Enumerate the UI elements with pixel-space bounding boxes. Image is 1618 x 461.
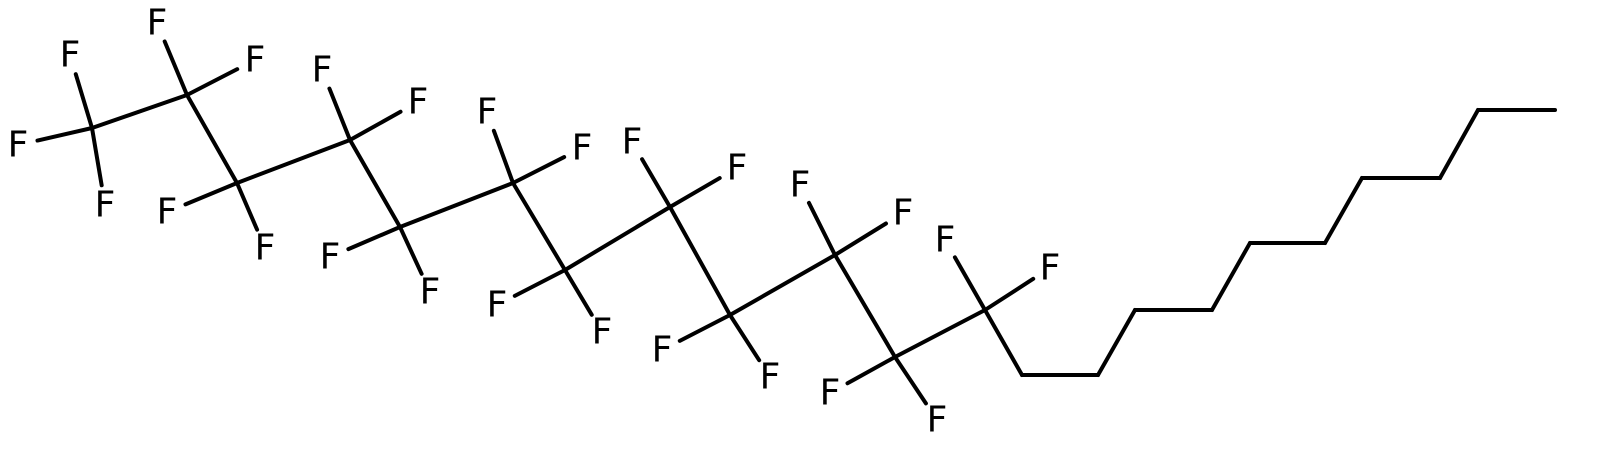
fluorine-atom-label: F: [592, 312, 613, 353]
alkyl-bond: [1438, 108, 1480, 180]
carbon-bond: [563, 205, 672, 272]
fluorine-atom-label: F: [935, 220, 956, 261]
carbon-bond: [235, 138, 352, 185]
fluorine-atom-label: F: [245, 40, 266, 81]
fluorine-atom-label: F: [408, 82, 429, 123]
fluorine-atom-label: F: [60, 35, 81, 76]
carbon-fluorine-bond: [90, 126, 104, 188]
carbon-bond: [90, 93, 189, 130]
bonds-layer: [35, 39, 1557, 406]
fluorine-atom-label: F: [95, 185, 116, 226]
fluorine-atom-label: F: [477, 92, 498, 133]
fluorine-atom-label: F: [727, 148, 748, 189]
carbon-fluorine-bond: [677, 313, 732, 343]
alkyl-bond: [1210, 241, 1252, 312]
carbon-fluorine-bond: [327, 86, 352, 142]
carbon-fluorine-bond: [952, 255, 987, 312]
carbon-fluorine-bond: [563, 268, 594, 317]
carbon-bond: [728, 253, 837, 317]
carbon-fluorine-bond: [346, 225, 402, 252]
carbon-fluorine-bond: [640, 157, 672, 209]
carbon-fluorine-bond: [512, 268, 567, 298]
carbon-fluorine-bond: [806, 200, 837, 257]
carbon-fluorine-bond: [35, 126, 94, 143]
carbon-fluorine-bond: [728, 313, 762, 363]
fluorine-atom-label: F: [820, 373, 841, 414]
fluorine-atom-label: F: [790, 165, 811, 206]
fluorine-atom-label: F: [157, 192, 178, 233]
alkyl-bond: [1096, 308, 1137, 377]
fluorine-atom-label: F: [1040, 248, 1061, 289]
carbon-fluorine-bond: [893, 355, 928, 406]
carbon-fluorine-bond: [491, 128, 515, 185]
carbon-fluorine-bond: [983, 276, 1036, 312]
carbon-fluorine-bond: [185, 67, 240, 97]
fluorine-atom-label: F: [760, 357, 781, 398]
alkyl-bond: [983, 308, 1024, 377]
carbon-bond: [185, 93, 239, 185]
fluorine-atom-label: F: [8, 125, 29, 166]
carbon-fluorine-bond: [235, 181, 260, 232]
carbon-bond: [511, 181, 567, 272]
fluorine-atom-label: F: [147, 3, 168, 44]
fluorine-atom-label: F: [312, 50, 333, 91]
fluorine-atom-label: F: [255, 228, 276, 269]
carbon-bond: [668, 205, 732, 317]
carbon-fluorine-bond: [833, 221, 888, 257]
carbon-bond: [833, 253, 897, 359]
fluorine-atom-label: F: [652, 330, 673, 371]
alkyl-bond: [1323, 176, 1364, 245]
carbon-fluorine-bond: [845, 355, 897, 386]
fluorine-atom-label: F: [622, 122, 643, 163]
fluorine-atom-label: F: [420, 272, 441, 313]
carbon-bond: [398, 181, 515, 229]
carbon-bond: [893, 308, 987, 359]
fluorine-atom-label: F: [572, 128, 593, 169]
carbon-bond: [348, 138, 402, 229]
carbon-fluorine-bond: [511, 155, 567, 185]
carbon-fluorine-bond: [183, 181, 239, 207]
fluorine-atom-label: F: [927, 400, 948, 441]
fluorine-atom-label: F: [320, 237, 341, 278]
carbon-fluorine-bond: [348, 109, 403, 142]
fluorine-atom-label: F: [893, 193, 914, 234]
carbon-fluorine-bond: [162, 39, 189, 97]
carbon-fluorine-bond: [73, 72, 94, 130]
carbon-fluorine-bond: [668, 176, 722, 209]
fluorine-atom-label: F: [487, 285, 508, 326]
carbon-fluorine-bond: [398, 225, 424, 276]
